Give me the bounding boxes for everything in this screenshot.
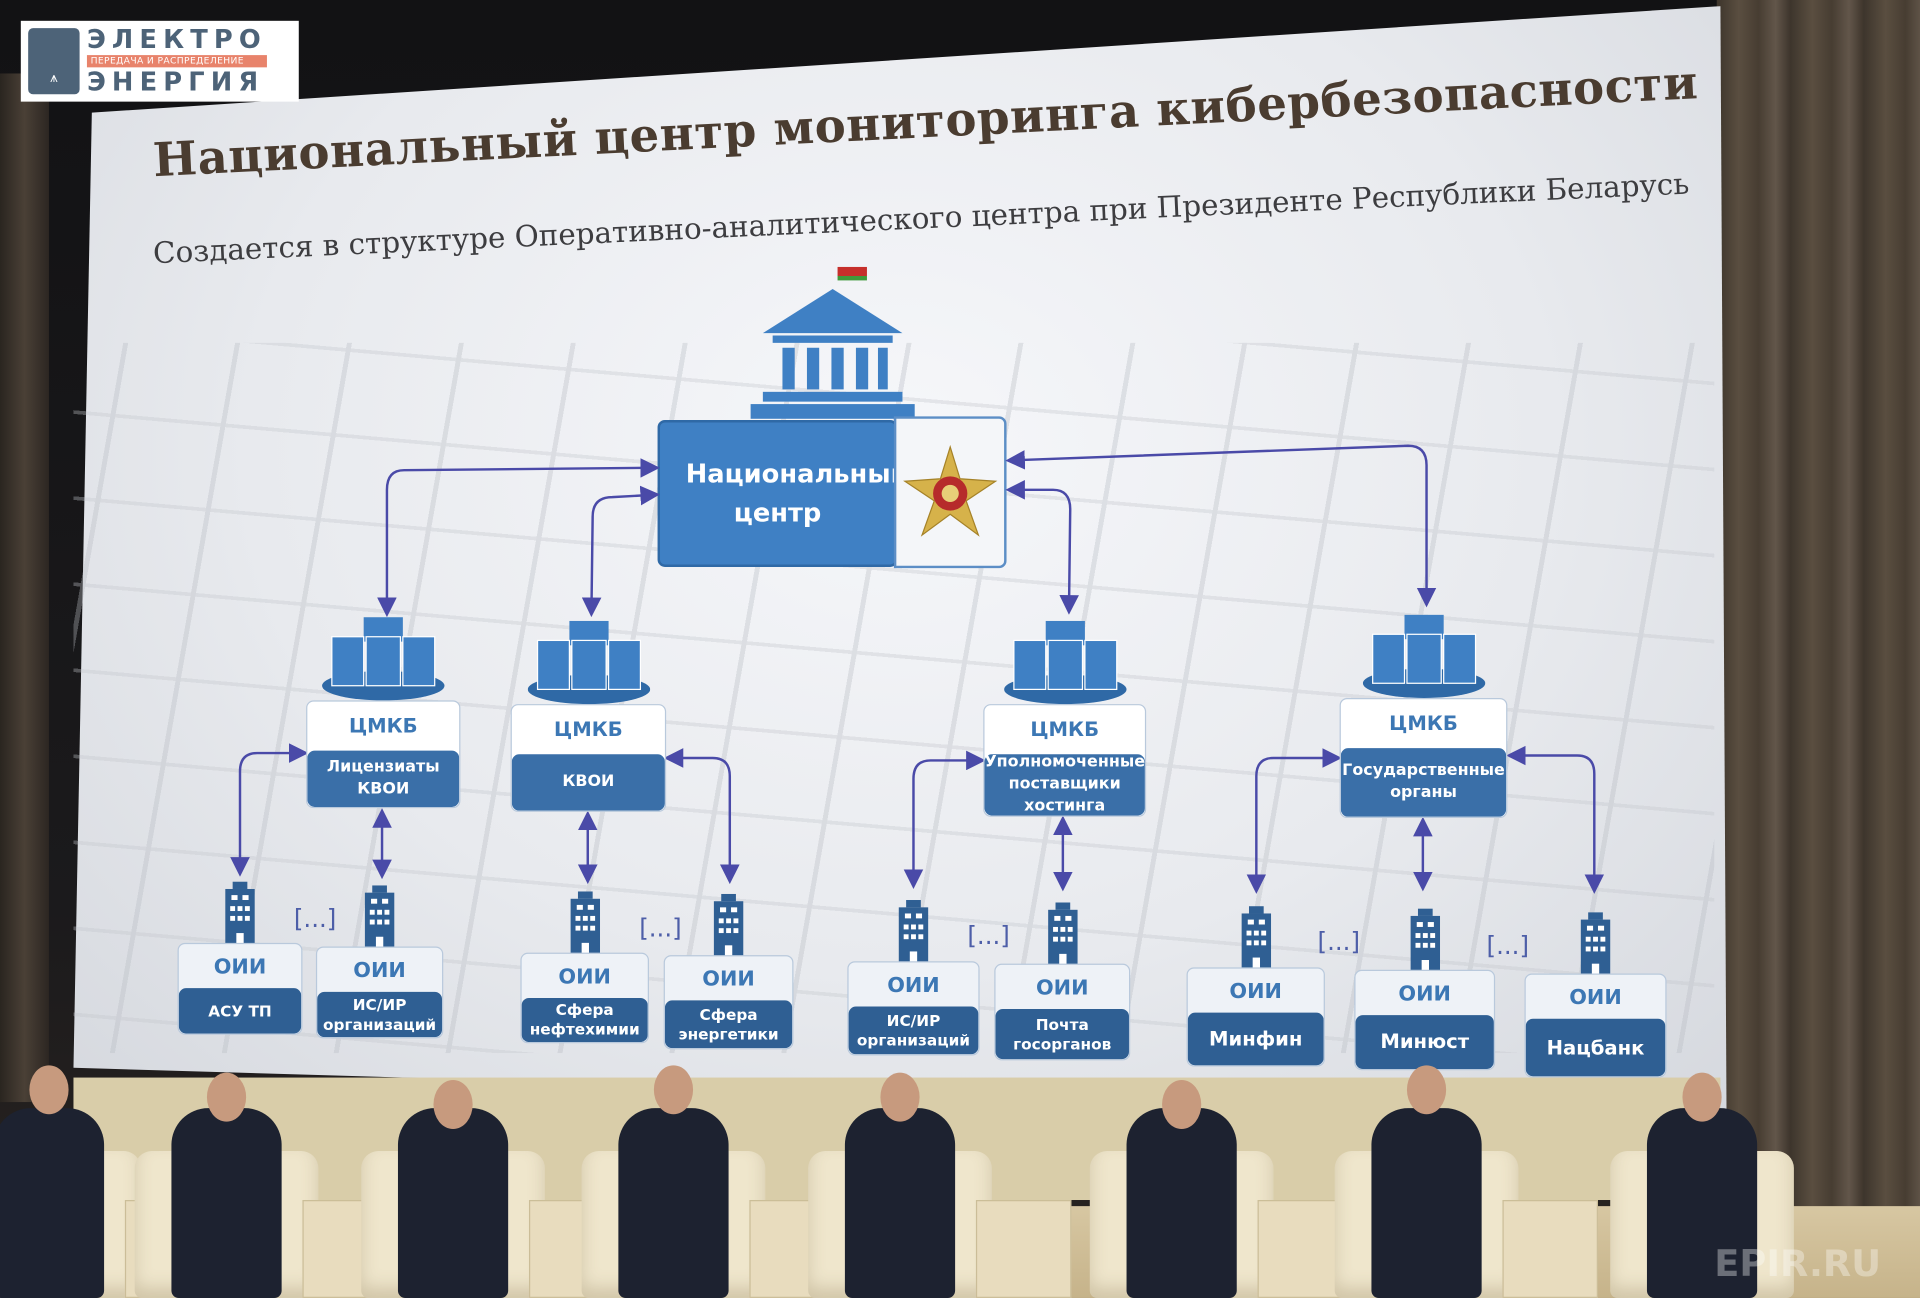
panelist <box>1371 1108 1482 1298</box>
ellipsis-marker: [...] <box>1486 930 1530 961</box>
cmkb-label: КВОИ <box>511 754 665 811</box>
ellipsis-marker: [...] <box>293 903 337 934</box>
oii-label: Сфера нефтехимии <box>521 997 648 1043</box>
side-table <box>1502 1200 1598 1298</box>
oii-label: Нацбанк <box>1525 1018 1666 1077</box>
oii-label: АСУ ТП <box>178 988 302 1034</box>
panelist <box>397 1108 509 1298</box>
oii-box: ОИИ ИС/ИР организаций <box>847 961 980 1056</box>
side-table <box>975 1200 1072 1298</box>
oii-title: ОИИ <box>213 955 267 980</box>
emblem-box <box>893 416 1007 569</box>
panelist-head <box>1162 1080 1202 1129</box>
cmkb-title: ЦМКБ <box>1389 711 1458 735</box>
logo-line1: ЭЛЕКТРО <box>86 24 267 55</box>
cmkb-label: Государственные органы <box>1340 748 1507 817</box>
panelist-head <box>433 1080 473 1129</box>
cmkb-box: ЦМКБ Лицензиаты КВОИ <box>306 700 461 809</box>
oii-title: ОИИ <box>1229 979 1282 1005</box>
kgb-emblem-icon <box>903 444 998 537</box>
tower-logo-icon: ⩚ <box>28 28 80 95</box>
cmkb-box: ЦМКБ Уполномоченные поставщики хостинга <box>983 704 1147 817</box>
cmkb-title: ЦМКБ <box>1030 717 1100 741</box>
ellipsis-marker: [...] <box>639 913 682 943</box>
server-cluster-icon <box>527 620 650 705</box>
office-building-icon <box>1241 906 1271 970</box>
oii-title: ОИИ <box>887 973 940 998</box>
office-building-icon <box>1047 902 1077 967</box>
oii-box: ОИИ ИС/ИР организаций <box>315 946 444 1039</box>
oii-title: ОИИ <box>1035 975 1089 1001</box>
panelist <box>618 1108 729 1298</box>
ellipsis-marker: [...] <box>1317 926 1361 957</box>
oii-box: ОИИ АСУ ТП <box>177 942 303 1035</box>
oii-title: ОИИ <box>558 964 611 990</box>
panelist <box>171 1108 282 1298</box>
panelist-head <box>653 1065 694 1115</box>
office-building-icon <box>1580 912 1611 976</box>
cmkb-box: ЦМКБ Государственные органы <box>1339 697 1508 818</box>
oii-box: ОИИ Почта госорганов <box>994 963 1131 1061</box>
government-building-icon <box>750 288 915 419</box>
logo-line2: ЭНЕРГИЯ <box>86 67 265 97</box>
oii-title: ОИИ <box>1398 982 1451 1007</box>
cmkb-title: ЦМКБ <box>554 717 623 741</box>
panelist <box>1646 1108 1758 1298</box>
panelist <box>844 1108 956 1298</box>
oii-title: ОИИ <box>353 958 406 984</box>
server-cluster-icon <box>1003 620 1126 705</box>
oii-title: ОИИ <box>1569 985 1622 1011</box>
panelist <box>0 1108 105 1298</box>
oii-label: Сфера энергетики <box>664 1000 793 1049</box>
cmkb-title: ЦМКБ <box>348 713 418 738</box>
server-cluster-icon <box>1362 614 1485 698</box>
office-building-icon <box>225 881 255 946</box>
oii-label: ИС/ИР организаций <box>848 1006 979 1055</box>
panelist <box>1126 1108 1237 1298</box>
cmkb-label: Лицензиаты КВОИ <box>307 750 460 807</box>
oii-box: ОИИ Нацбанк <box>1524 973 1667 1078</box>
office-building-icon <box>713 893 744 958</box>
cmkb-box: ЦМКБ КВОИ <box>510 704 667 812</box>
office-building-icon <box>898 900 929 964</box>
curtain-right <box>1716 0 1920 1225</box>
belarus-flag-icon <box>837 266 867 281</box>
cmkb-label: Уполномоченные поставщики хостинга <box>984 753 1146 816</box>
office-building-icon <box>364 885 395 949</box>
panelist-head <box>1406 1065 1447 1115</box>
oii-title: ОИИ <box>702 967 755 992</box>
server-cluster-icon <box>322 617 445 701</box>
oii-box: ОИИ Сфера нефтехимии <box>520 952 649 1044</box>
watermark: EPIR.RU <box>1714 1242 1882 1286</box>
office-building-icon <box>570 891 600 956</box>
panelist-head <box>1682 1072 1722 1122</box>
electroenergy-logo: ⩚ ЭЛЕКТРО ПЕРЕДАЧА И РАСПРЕДЕЛЕНИЕ ЭНЕРГ… <box>20 20 299 102</box>
logo-tagline: ПЕРЕДАЧА И РАСПРЕДЕЛЕНИЕ <box>86 55 267 68</box>
oii-label: Почта госорганов <box>995 1008 1129 1060</box>
office-building-icon <box>1410 908 1440 973</box>
panelist-head <box>29 1065 69 1115</box>
oii-box: ОИИ Сфера энергетики <box>663 955 794 1050</box>
panelist-head <box>880 1072 920 1122</box>
oii-label: Минюст <box>1355 1015 1494 1069</box>
curtain-left <box>0 73 49 1103</box>
oii-label: ИС/ИР организаций <box>317 991 443 1038</box>
panelist-head <box>206 1072 247 1122</box>
oii-box: ОИИ Минфин <box>1186 967 1325 1067</box>
oii-box: ОИИ Минюст <box>1354 969 1496 1071</box>
oii-label: Минфин <box>1187 1012 1324 1066</box>
ellipsis-marker: [...] <box>967 920 1010 951</box>
